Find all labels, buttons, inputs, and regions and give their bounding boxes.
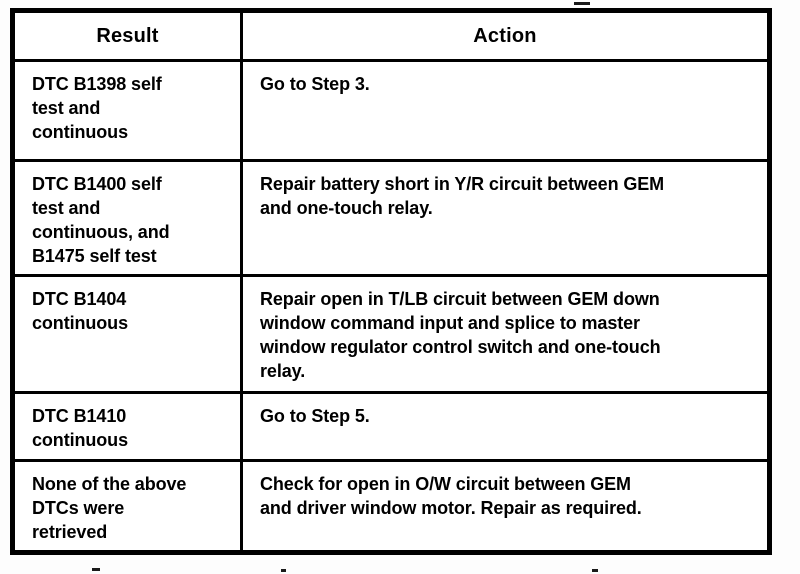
result-cell: None of the above DTCs were retrieved bbox=[11, 459, 243, 554]
table-row: None of the above DTCs were retrieved Ch… bbox=[11, 459, 771, 554]
action-cell: Go to Step 3. bbox=[240, 59, 771, 162]
scan-artifact bbox=[281, 569, 286, 572]
scan-artifact bbox=[592, 569, 598, 572]
action-cell: Repair open in T/LB circuit between GEM … bbox=[240, 274, 771, 394]
scan-artifact bbox=[92, 568, 100, 571]
table-row: DTC B1404 continuous Repair open in T/LB… bbox=[11, 274, 771, 394]
column-header-result: Result bbox=[11, 9, 243, 62]
action-cell: Go to Step 5. bbox=[240, 391, 771, 462]
table-row: DTC B1400 self test and continuous, and … bbox=[11, 159, 771, 277]
action-cell: Repair battery short in Y/R circuit betw… bbox=[240, 159, 771, 277]
action-cell: Check for open in O/W circuit between GE… bbox=[240, 459, 771, 554]
table-header-row: Result Action bbox=[11, 9, 771, 62]
table-row: DTC B1398 self test and continuous Go to… bbox=[11, 59, 771, 162]
dtc-result-action-table: Result Action DTC B1398 self test and co… bbox=[10, 8, 772, 555]
column-header-action: Action bbox=[240, 9, 771, 62]
table-row: DTC B1410 continuous Go to Step 5. bbox=[11, 391, 771, 462]
result-cell: DTC B1410 continuous bbox=[11, 391, 243, 462]
scan-artifact bbox=[574, 2, 590, 5]
result-cell: DTC B1398 self test and continuous bbox=[11, 59, 243, 162]
result-cell: DTC B1400 self test and continuous, and … bbox=[11, 159, 243, 277]
result-cell: DTC B1404 continuous bbox=[11, 274, 243, 394]
